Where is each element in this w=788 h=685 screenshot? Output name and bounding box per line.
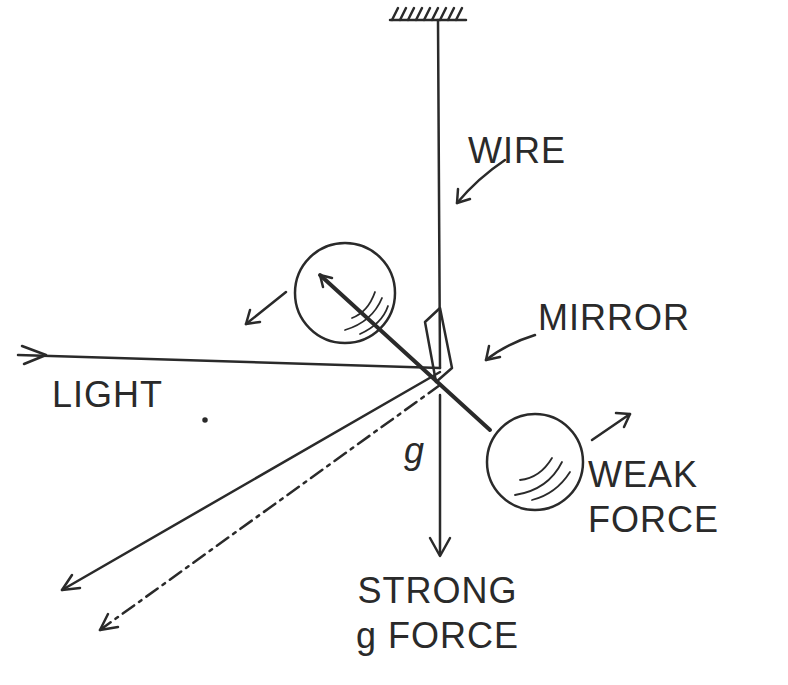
arrowhead (616, 413, 630, 427)
gravity-arrow (439, 395, 442, 555)
force-arrow (246, 292, 286, 324)
label: MIRROR (538, 295, 690, 340)
ceiling-hatch (390, 8, 466, 20)
arrowhead (22, 346, 46, 364)
wire (438, 20, 440, 368)
arrowhead (246, 310, 260, 324)
label: WIRE (468, 128, 566, 173)
label: STRONG g FORCE (345, 568, 530, 658)
leader-arrow (486, 335, 535, 360)
arrowhead (430, 538, 450, 556)
rod-end (320, 275, 332, 287)
arrowhead (100, 614, 118, 630)
force-arrow (592, 414, 630, 440)
label: LIGHT (52, 372, 163, 417)
arrowhead (486, 346, 500, 360)
arrowhead (62, 575, 80, 590)
arrowhead (457, 189, 470, 203)
light-ray (18, 355, 440, 368)
rod (320, 275, 490, 430)
lower-ball (487, 414, 583, 510)
mirror (425, 308, 452, 382)
ink-dot (204, 419, 207, 422)
label: g (404, 428, 425, 473)
label: WEAK FORCE (588, 452, 738, 542)
